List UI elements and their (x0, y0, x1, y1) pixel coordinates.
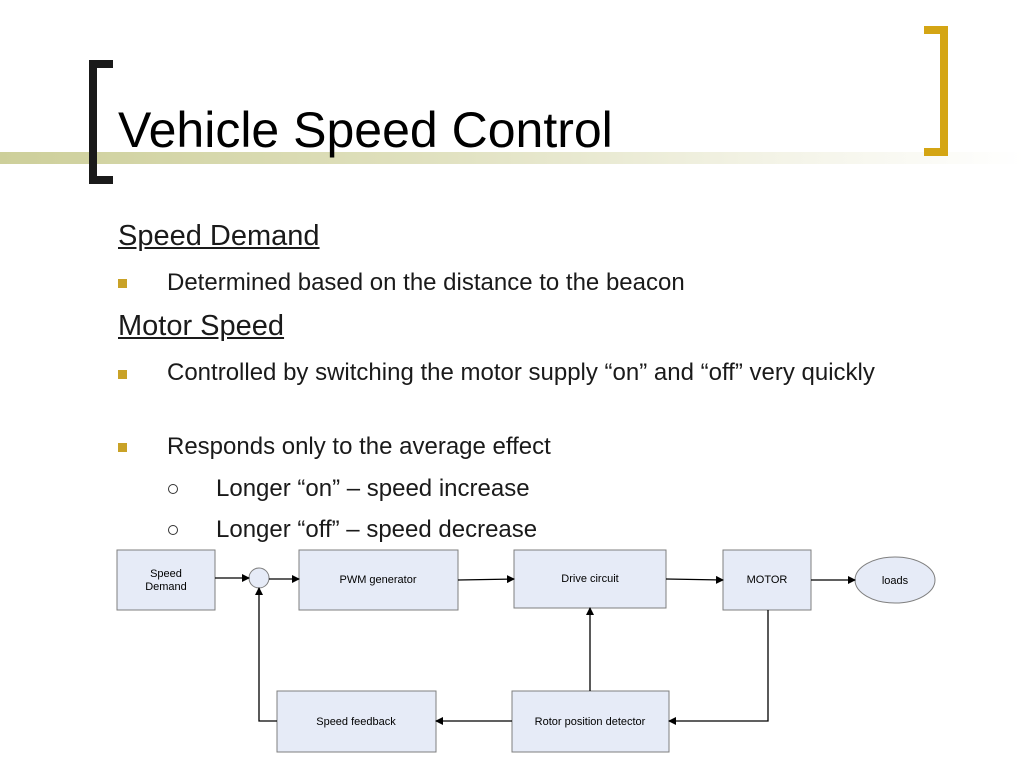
motor-label: MOTOR (747, 574, 788, 586)
slide-title: Vehicle Speed Control (118, 102, 613, 158)
sub-bullet-circle-icon (168, 484, 178, 494)
arrow-feedback-to-junction (255, 587, 277, 722)
sub-bullet-longer-on: Longer “on” – speed increase (216, 475, 530, 502)
speed-demand-block (116, 549, 216, 611)
title-underline-bar (0, 152, 1024, 164)
summing-junction (248, 567, 270, 589)
rotor-position-detector-label: Rotor position detector (535, 716, 646, 728)
left-bracket-decoration (89, 60, 113, 184)
bullet-switching-supply: Controlled by switching the motor supply… (167, 359, 875, 386)
drive-circuit-label: Drive circuit (561, 573, 618, 585)
heading-speed-demand: Speed Demand (118, 220, 320, 252)
bullet-square-icon (118, 443, 127, 452)
speed-demand-label-line1: Speed (150, 568, 182, 580)
loads-label: loads (882, 575, 909, 587)
bullet-distance-to-beacon: Determined based on the distance to the … (167, 269, 685, 296)
sub-bullet-longer-off: Longer “off” – speed decrease (216, 516, 538, 543)
arrow-drive-to-motor (665, 575, 724, 584)
motor-block (722, 549, 812, 611)
bullet-average-effect: Responds only to the average effect (167, 433, 551, 460)
pwm-generator-label: PWM generator (339, 574, 416, 586)
sub-bullet-circle-icon (168, 525, 178, 535)
bullet-square-icon (118, 279, 127, 288)
pwm-generator-block (298, 549, 459, 611)
arrow-pwm-to-drive (457, 575, 515, 584)
rotor-position-detector-block (511, 690, 670, 753)
heading-motor-speed: Motor Speed (118, 310, 285, 342)
right-bracket-decoration (924, 26, 948, 156)
arrow-motor-to-rotor-detector (668, 610, 769, 725)
speed-demand-label-line2: Demand (145, 581, 187, 593)
bullet-square-icon (118, 370, 127, 379)
speed-feedback-label: Speed feedback (316, 716, 396, 728)
